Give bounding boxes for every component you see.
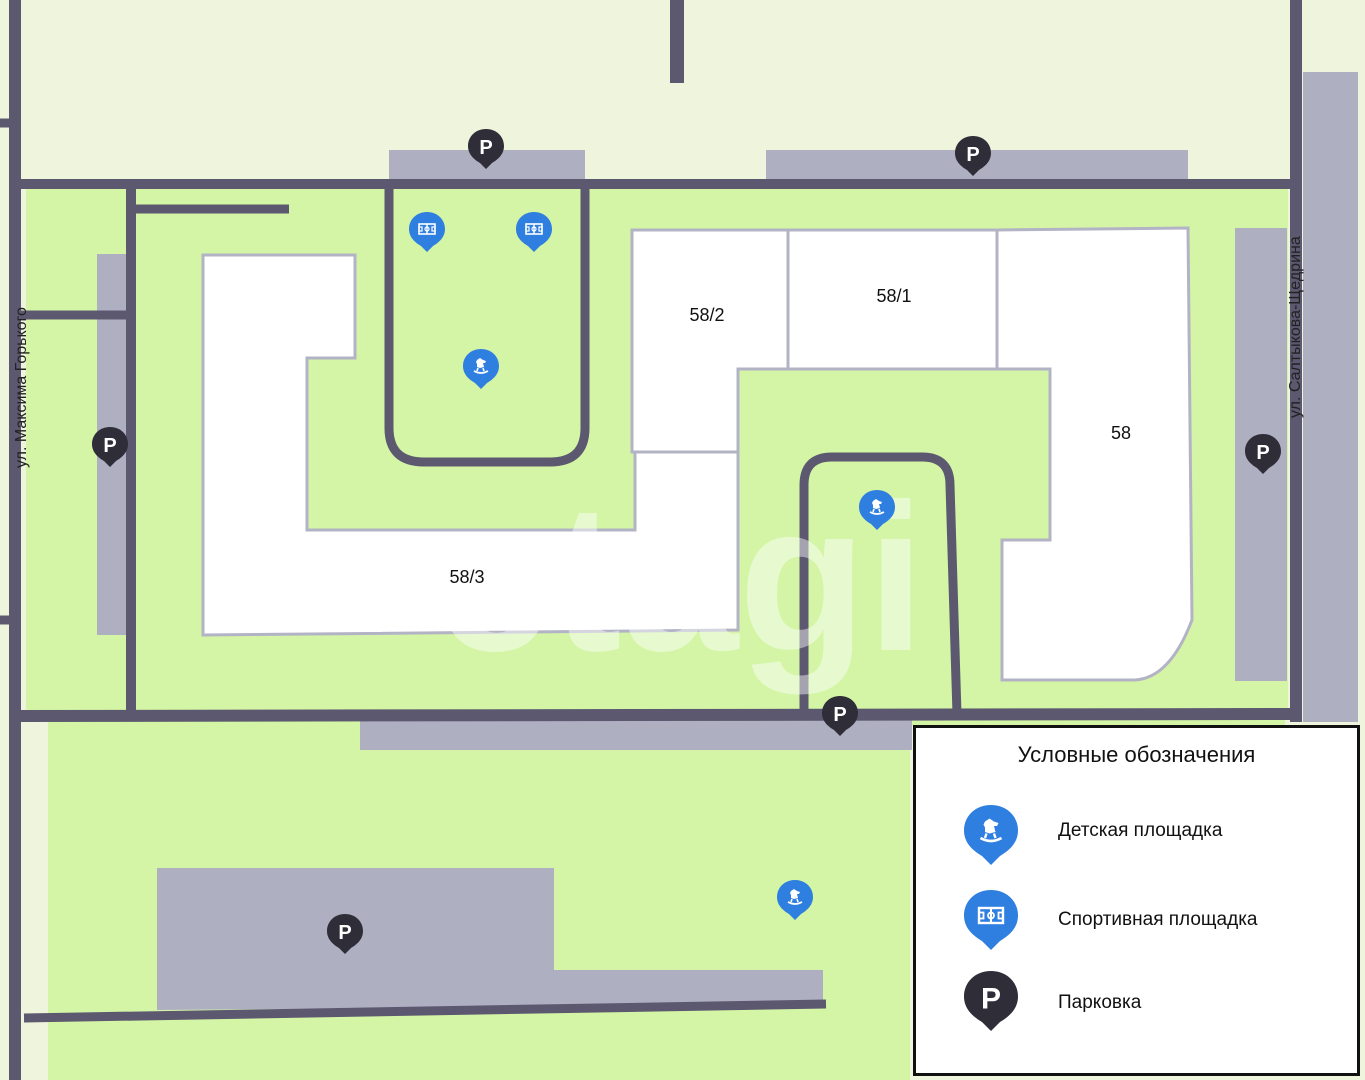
legend-parking-pin: P (964, 971, 1018, 1031)
parking-icon: P (833, 704, 846, 726)
parking-icon: P (103, 435, 116, 457)
road-south-lower (23, 999, 827, 1023)
road-north-loop (384, 184, 590, 467)
road-south (20, 708, 1291, 722)
parking-pin-west[interactable]: P (92, 427, 128, 467)
parking-lot-south-strip (360, 720, 912, 750)
parking-lot-south (157, 868, 823, 1010)
building-label-58: 58 (1111, 423, 1131, 443)
parking-icon: P (981, 983, 1001, 1016)
parking-pin-north-1[interactable]: P (468, 129, 504, 169)
legend-title: Условные обозначения (1017, 742, 1256, 767)
parking-icon: P (1256, 442, 1269, 464)
road-center-loop (799, 452, 962, 715)
building-label-58-1: 58/1 (876, 286, 911, 306)
legend-label-sports-field: Спортивная площадка (1058, 909, 1258, 930)
map-legend: Условные обозначения Детская площадка Сп… (913, 725, 1360, 1076)
parking-pin-east[interactable]: P (1245, 434, 1281, 474)
building-58 (995, 226, 1194, 682)
street-label-west: ул. Максима Горького (13, 307, 30, 468)
building-label-58-3: 58/3 (449, 567, 484, 587)
legend-playground-pin (964, 805, 1018, 865)
legend-label-playground: Детская площадка (1058, 820, 1223, 841)
south-green-strip (910, 720, 1285, 726)
parking-pin-south-road[interactable]: P (822, 696, 858, 736)
parking-pin-south-lot[interactable]: P (327, 914, 363, 954)
street-label-east: ул. Салтыкова-Щедрина (1287, 236, 1304, 418)
watermark-text: etagi (435, 460, 925, 695)
parking-icon: P (338, 922, 351, 944)
parking-icon: P (479, 137, 492, 159)
parking-icon: P (966, 144, 979, 166)
parking-lot-east-street (1303, 72, 1358, 722)
building-label-58-2: 58/2 (689, 305, 724, 325)
legend-sports-field-pin (964, 890, 1018, 950)
legend-label-parking: Парковка (1058, 992, 1142, 1013)
building-58-3 (201, 253, 740, 637)
parking-pin-north-2[interactable]: P (955, 136, 991, 176)
